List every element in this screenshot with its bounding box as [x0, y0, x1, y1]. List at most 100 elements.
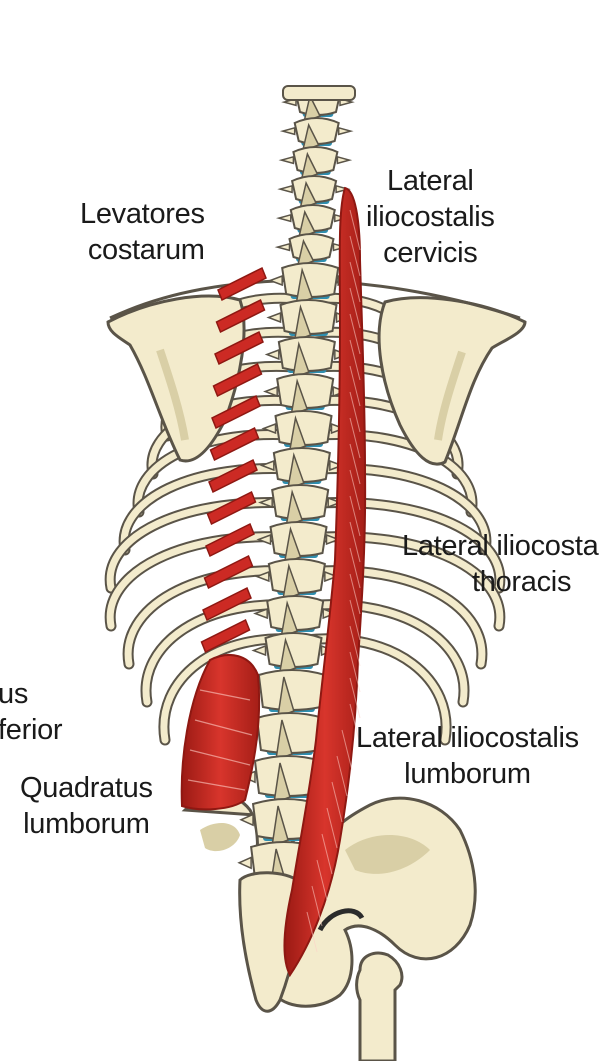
levatores-slip [200, 618, 251, 654]
muscle-fiber [311, 885, 323, 927]
vertebra [272, 447, 331, 483]
femur [355, 951, 404, 1061]
iliocostalis-muscle [283, 186, 367, 977]
transverse-process [237, 856, 252, 870]
vertebra [276, 373, 335, 409]
muscle-fiber [349, 495, 361, 537]
label-serratus-partial: us ferior [0, 676, 63, 748]
muscle-fiber [349, 235, 361, 277]
cervicis-line3: cervicis [383, 237, 478, 269]
muscle-fiber [349, 625, 361, 667]
muscle-fiber [341, 729, 353, 771]
transverse-process [278, 155, 295, 165]
muscle-fiber [349, 599, 361, 641]
lumborum-line2: lumborum [404, 758, 531, 790]
muscle-fiber [349, 443, 361, 485]
muscle-fiber [349, 287, 361, 329]
transverse-process [258, 496, 273, 509]
muscle-fiber [321, 833, 333, 875]
muscle-fiber [349, 339, 361, 381]
cervicis-line1: Lateral [386, 165, 474, 197]
muscle-fiber [349, 677, 361, 719]
rib-left-fill [120, 465, 309, 554]
transverse-process [325, 533, 341, 546]
transverse-process [254, 570, 270, 583]
levatores-line1: Levatores [80, 198, 205, 230]
muscle-fiber [306, 911, 318, 953]
transverse-process [259, 459, 275, 472]
vertebra [267, 558, 326, 594]
levatores-slip [208, 458, 258, 494]
vertebra [264, 632, 323, 668]
vertebra [266, 595, 325, 631]
muscle-fiber [349, 391, 361, 433]
muscle-fiber [349, 547, 361, 589]
muscle-fiber [349, 573, 361, 615]
transverse-process [263, 385, 278, 398]
levatores-slip [209, 426, 260, 462]
levatores-slip [217, 266, 267, 302]
transverse-process [266, 311, 282, 324]
rib-left-fill [106, 533, 309, 630]
muscle-fiber [349, 365, 361, 407]
levatores-slip [202, 586, 252, 622]
muscle-fiber [326, 807, 338, 849]
label-lateral-iliocostalis-thoracis: Lateral iliocosta thoracis [402, 528, 599, 600]
atlas [282, 85, 356, 101]
muscle-fiber [349, 651, 361, 693]
levatores-costarum-muscle [200, 266, 267, 654]
vertebra [269, 521, 328, 557]
left-scapula [106, 294, 246, 463]
quadratus-line1: Quadratus [20, 772, 153, 804]
transverse-process [253, 607, 268, 620]
label-levatores-costarum: Levatores costarum [80, 196, 205, 268]
transverse-process [327, 496, 343, 509]
muscle-fiber [349, 703, 361, 745]
transverse-process [251, 644, 267, 657]
levatores-slip [206, 490, 257, 526]
quadratus-line2: lumborum [23, 808, 150, 840]
levatores-slip [215, 298, 266, 334]
levatores-slip [205, 522, 255, 558]
transverse-process [256, 533, 272, 546]
transverse-process [274, 242, 291, 252]
transverse-process [261, 422, 277, 435]
muscle-fiber [336, 755, 348, 797]
muscle-fiber [349, 261, 361, 303]
label-quadratus-lumborum: Quadratus lumborum [20, 770, 153, 842]
transverse-process [330, 422, 346, 435]
vertebra [271, 484, 330, 520]
serratus-line2: ferior [0, 714, 63, 746]
cervicis-line2: iliocostalis [366, 201, 495, 233]
muscle-fiber [349, 313, 361, 355]
quadratus-lumborum-muscle [180, 654, 261, 811]
muscle-fiber [349, 469, 361, 511]
vertebra [281, 262, 340, 298]
transverse-process [324, 570, 339, 583]
transverse-process [336, 155, 353, 165]
levatores-slip [211, 394, 261, 430]
transverse-process [264, 348, 280, 361]
transverse-process [329, 459, 344, 472]
transverse-process [337, 126, 354, 136]
levatores-slip [214, 330, 264, 366]
transverse-process [279, 126, 296, 136]
transverse-process [275, 213, 292, 223]
vertebra [279, 299, 338, 335]
label-lateral-iliocostalis-lumborum: Lateral iliocostalis lumborum [356, 720, 579, 792]
transverse-process [335, 184, 351, 194]
vertebra [277, 336, 336, 372]
transverse-process [239, 813, 254, 827]
label-lateral-iliocostalis-cervicis: Lateral iliocostalis cervicis [366, 163, 495, 271]
muscle-fiber [349, 209, 361, 251]
transverse-process [268, 274, 283, 287]
thoracis-line1: Lateral iliocosta [402, 530, 599, 562]
levatores-line2: costarum [87, 234, 205, 266]
muscle-fiber [349, 521, 361, 563]
lumborum-line1: Lateral iliocostalis [356, 722, 579, 754]
transverse-process [277, 184, 293, 194]
rib-left-fill [124, 567, 309, 668]
sacrum [238, 871, 302, 1013]
muscle-fiber [349, 417, 361, 459]
